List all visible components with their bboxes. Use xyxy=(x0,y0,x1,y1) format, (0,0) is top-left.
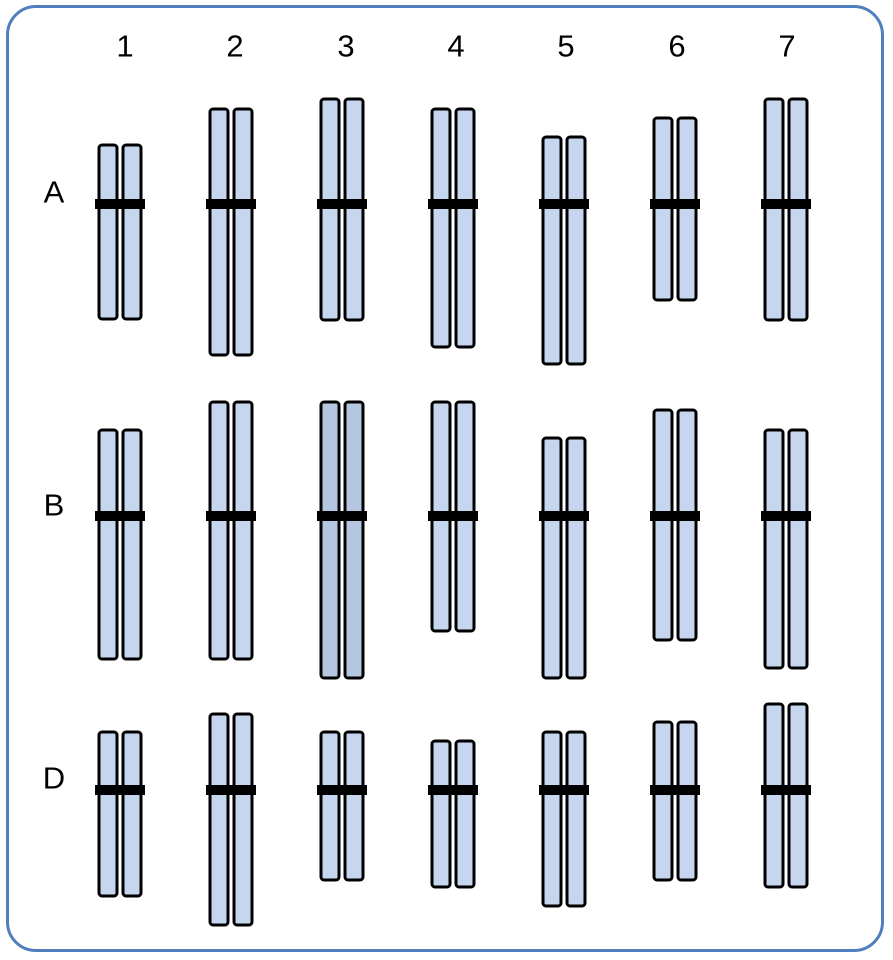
centromere-B5 xyxy=(539,511,589,521)
chromosome-B7-left xyxy=(763,428,785,670)
column-label-7: 7 xyxy=(778,28,796,64)
chromosome-D6-right xyxy=(676,720,698,882)
row-label-D: D xyxy=(42,760,66,796)
chromosome-A7-left xyxy=(763,97,785,322)
chromosome-pair-A7 xyxy=(761,97,811,322)
chromosome-pair-B5 xyxy=(539,436,589,680)
column-label-3: 3 xyxy=(337,28,355,64)
chromosome-D5-right xyxy=(565,730,587,908)
chromosome-pair-A1 xyxy=(95,143,145,321)
chromosome-pair-D6 xyxy=(650,720,700,882)
chromosome-B3-right xyxy=(343,400,365,680)
column-label-2: 2 xyxy=(226,28,244,64)
chromosome-D7-left xyxy=(763,702,785,889)
column-label-6: 6 xyxy=(668,28,686,64)
centromere-A1 xyxy=(95,199,145,209)
centromere-D4 xyxy=(428,785,478,795)
chromosome-A1-left xyxy=(97,143,119,321)
chromosome-B5-right xyxy=(565,436,587,680)
chromosome-A2-left xyxy=(208,107,230,357)
chromosome-D2-left xyxy=(208,712,230,927)
chromosome-A1-right xyxy=(121,143,143,321)
chromosome-D6-left xyxy=(652,720,674,882)
centromere-B4 xyxy=(428,511,478,521)
centromere-D7 xyxy=(761,785,811,795)
chromosome-D1-right xyxy=(121,730,143,898)
chromosome-pair-B7 xyxy=(761,428,811,670)
chromosome-D7-right xyxy=(787,702,809,889)
chromosome-D3-right xyxy=(343,730,365,882)
chromosome-A3-right xyxy=(343,97,365,322)
centromere-B6 xyxy=(650,511,700,521)
chromosome-D4-left xyxy=(430,739,452,889)
chromosome-pair-D5 xyxy=(539,730,589,908)
chromosome-pair-D4 xyxy=(428,739,478,889)
centromere-D2 xyxy=(206,785,256,795)
chromosome-A4-right xyxy=(454,107,476,349)
centromere-D5 xyxy=(539,785,589,795)
chromosome-D3-left xyxy=(319,730,341,882)
chromosome-B7-right xyxy=(787,428,809,670)
centromere-A4 xyxy=(428,199,478,209)
chromosome-pair-B2 xyxy=(206,400,256,661)
chromosome-pair-D7 xyxy=(761,702,811,889)
chromosome-pair-A3 xyxy=(317,97,367,322)
chromosome-B2-left xyxy=(208,400,230,661)
centromere-A5 xyxy=(539,199,589,209)
chromosome-D2-right xyxy=(232,712,254,927)
chromosome-A5-left xyxy=(541,135,563,366)
chromosome-B2-right xyxy=(232,400,254,661)
centromere-B7 xyxy=(761,511,811,521)
chromosome-A3-left xyxy=(319,97,341,322)
row-label-A: A xyxy=(43,174,65,210)
chromosome-D4-right xyxy=(454,739,476,889)
chromosome-pair-A2 xyxy=(206,107,256,357)
centromere-B2 xyxy=(206,511,256,521)
centromere-B1 xyxy=(95,511,145,521)
centromere-A2 xyxy=(206,199,256,209)
chromosome-pair-D1 xyxy=(95,730,145,898)
chromosome-pair-B6 xyxy=(650,408,700,642)
chromosome-D1-left xyxy=(97,730,119,898)
chromosome-pair-A4 xyxy=(428,107,478,349)
chromosome-pair-D3 xyxy=(317,730,367,882)
chromosome-pair-B3 xyxy=(317,400,367,680)
chromosome-D5-left xyxy=(541,730,563,908)
chromosome-B6-left xyxy=(652,408,674,642)
centromere-D6 xyxy=(650,785,700,795)
centromere-A7 xyxy=(761,199,811,209)
chromosome-pair-B4 xyxy=(428,400,478,633)
centromere-A6 xyxy=(650,199,700,209)
centromere-B3 xyxy=(317,511,367,521)
chromosome-B1-right xyxy=(121,428,143,661)
chromosome-B5-left xyxy=(541,436,563,680)
chromosome-A7-right xyxy=(787,97,809,322)
chromosome-A2-right xyxy=(232,107,254,357)
column-label-1: 1 xyxy=(116,28,134,64)
chromosome-B6-right xyxy=(676,408,698,642)
chromosome-pair-B1 xyxy=(95,428,145,661)
centromere-D3 xyxy=(317,785,367,795)
chromosome-A4-left xyxy=(430,107,452,349)
centromere-A3 xyxy=(317,199,367,209)
chromosome-A5-right xyxy=(565,135,587,366)
row-label-B: B xyxy=(43,487,65,523)
centromere-D1 xyxy=(95,785,145,795)
chromosome-B1-left xyxy=(97,428,119,661)
column-label-4: 4 xyxy=(447,28,465,64)
column-label-5: 5 xyxy=(557,28,575,64)
chromosome-pair-A6 xyxy=(650,116,700,302)
chromosome-pair-A5 xyxy=(539,135,589,366)
chromosome-B3-left xyxy=(319,400,341,680)
chromosome-pair-D2 xyxy=(206,712,256,927)
